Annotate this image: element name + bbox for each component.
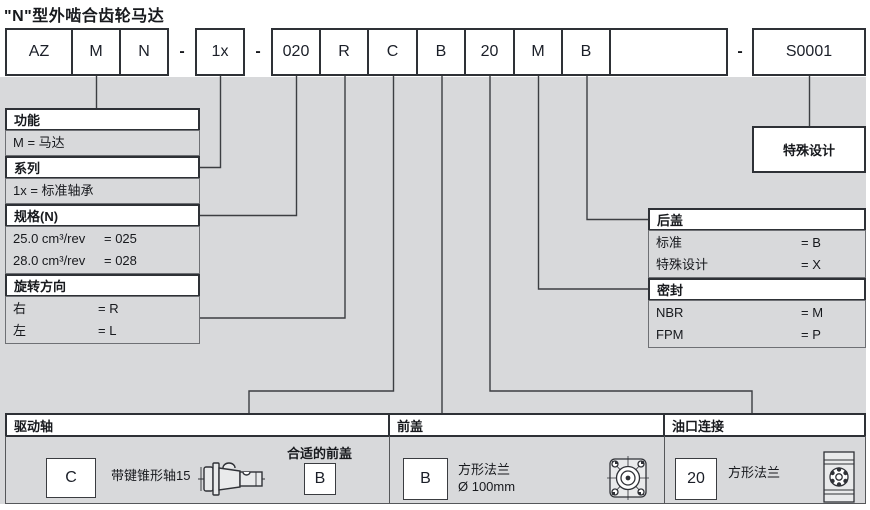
- rear-cover-option-code: = X: [801, 257, 821, 272]
- code-box-rotation: R: [319, 28, 369, 76]
- shaft-icon: [198, 459, 266, 504]
- rotation-option-code: = L: [98, 323, 117, 338]
- drive-shaft-code-box: C: [46, 458, 96, 498]
- panel-seal-header: 密封: [648, 278, 866, 301]
- connector-series: [200, 76, 222, 169]
- rear-cover-option-label: 特殊设计: [656, 257, 709, 272]
- connector-rotation: [200, 76, 346, 319]
- panel-function-row: M = 马达: [5, 130, 200, 156]
- square-flange-icon: [607, 455, 649, 506]
- connector-size: [200, 76, 298, 217]
- suitable-front-cover-label: 合适的前盖: [287, 446, 353, 461]
- code-box-type: N: [119, 28, 169, 76]
- code-box-shaft: C: [367, 28, 418, 76]
- connector-port: [489, 76, 753, 414]
- code-box-function: M: [71, 28, 121, 76]
- bottom-divider-1: [389, 436, 390, 503]
- connector-seal: [537, 76, 648, 290]
- port-desc: 方形法兰: [728, 465, 781, 480]
- size-option-label: 28.0 cm³/rev: [13, 253, 86, 268]
- rear-cover-option-label: 标准: [656, 235, 683, 250]
- size-option-code: = 025: [104, 231, 137, 246]
- panel-rear-cover-header: 后盖: [648, 208, 866, 231]
- bottom-header-front-cover: 前盖: [388, 413, 665, 437]
- panel-rear-cover-rows: 标准 = B 特殊设计 = X: [648, 230, 866, 278]
- port-code-box: 20: [675, 458, 717, 500]
- bottom-divider-2: [664, 436, 665, 503]
- connector-rear-cover: [586, 76, 648, 221]
- rotation-option-label: 左: [13, 323, 27, 338]
- front-cover-code-box: B: [403, 458, 448, 500]
- code-box-series: 1x: [195, 28, 245, 76]
- panel-seal-rows: NBR = M FPM = P: [648, 300, 866, 348]
- code-box-special: S0001: [752, 28, 866, 76]
- rear-cover-option-code: = B: [801, 235, 821, 250]
- code-separator-1: -: [179, 43, 185, 60]
- code-box-seal: M: [513, 28, 563, 76]
- panel-rotation-rows: 右 = R 左 = L: [5, 296, 200, 344]
- suitable-front-cover-code-box: B: [304, 463, 336, 495]
- seal-option-code: = M: [801, 305, 824, 320]
- connector-shaft: [248, 76, 395, 414]
- code-box-size: 020: [271, 28, 321, 76]
- panel-function-header: 功能: [5, 108, 200, 131]
- bottom-content: C 带键锥形轴15 合适的前盖 B B 方形法兰 Ø 100mm: [5, 436, 866, 504]
- seal-option-label: NBR: [656, 305, 684, 320]
- code-box-port: 20: [464, 28, 515, 76]
- code-box-front-cover: B: [416, 28, 466, 76]
- drive-shaft-desc: 带键锥形轴15: [111, 468, 191, 483]
- size-option-label: 25.0 cm³/rev: [13, 231, 86, 246]
- panel-size-header: 规格(N): [5, 204, 200, 227]
- seal-option-code: = P: [801, 327, 821, 342]
- port-flange-icon: [822, 451, 856, 508]
- code-box-rear-cover: B: [561, 28, 611, 76]
- front-cover-desc-line2: Ø 100mm: [458, 479, 516, 494]
- rotation-option-code: = R: [98, 301, 119, 316]
- panel-series-row: 1x = 标准轴承: [5, 178, 200, 204]
- front-cover-desc: 方形法兰 Ø 100mm: [458, 461, 515, 495]
- bottom-header-port: 油口连接: [663, 413, 866, 437]
- panel-rotation-header: 旋转方向: [5, 274, 200, 297]
- rotation-option-label: 右: [13, 301, 27, 316]
- code-separator-2: -: [255, 43, 261, 60]
- page-title: "N"型外啮合齿轮马达: [4, 8, 165, 25]
- special-design-box: 特殊设计: [752, 126, 866, 173]
- panel-size-rows: 25.0 cm³/rev = 025 28.0 cm³/rev = 028: [5, 226, 200, 274]
- code-box-product: AZ: [5, 28, 73, 76]
- series-value: 1x = 标准轴承: [13, 183, 94, 198]
- function-value: M = 马达: [13, 135, 65, 150]
- bottom-header-drive-shaft: 驱动轴: [5, 413, 390, 437]
- panel-series-header: 系列: [5, 156, 200, 179]
- code-box-blank: [609, 28, 728, 76]
- code-separator-3: -: [737, 43, 743, 60]
- size-option-code: = 028: [104, 253, 137, 268]
- seal-option-label: FPM: [656, 327, 684, 342]
- front-cover-desc-line1: 方形法兰: [458, 462, 511, 477]
